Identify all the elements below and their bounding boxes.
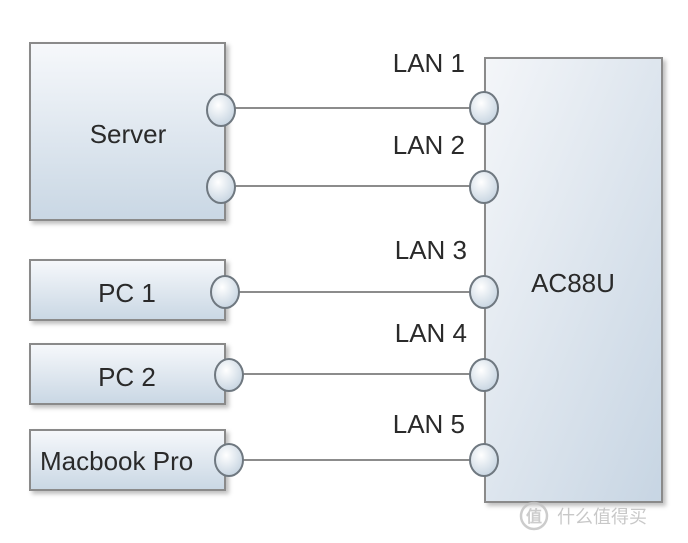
router-port-lan3 [469, 275, 499, 309]
device-macbook: Macbook Pro [29, 429, 226, 491]
smzdm-logo-icon: 值 [519, 501, 549, 531]
server-port-1 [206, 93, 236, 127]
lan4-label: LAN 4 [395, 318, 467, 348]
router-port-lan1 [469, 91, 499, 125]
lan1-label: LAN 1 [393, 48, 465, 78]
pc1-label: PC 1 [98, 278, 156, 308]
router-port-lan2 [469, 170, 499, 204]
pc2-label: PC 2 [98, 362, 156, 392]
router-ac88u: AC88U [484, 57, 663, 503]
macbook-label: Macbook Pro [40, 446, 193, 476]
router-port-lan4 [469, 358, 499, 392]
server-label: Server [90, 119, 167, 149]
lan5-label: LAN 5 [393, 409, 465, 439]
router-ports [469, 91, 499, 477]
router-label: AC88U [531, 268, 615, 298]
pc2-port [214, 358, 244, 392]
server-port-2 [206, 170, 236, 204]
pc1-port [210, 275, 240, 309]
svg-text:值: 值 [526, 507, 542, 526]
watermark-text: 什么值得买 [557, 507, 647, 528]
macbook-port [214, 443, 244, 477]
watermark: 值 什么值得买 [519, 501, 647, 531]
device-pc2: PC 2 [29, 343, 226, 405]
device-ports [206, 93, 244, 477]
device-pc1: PC 1 [29, 259, 226, 321]
connection-lines [221, 107, 485, 461]
lan3-label: LAN 3 [395, 235, 467, 265]
router-port-lan5 [469, 443, 499, 477]
lan2-label: LAN 2 [393, 130, 465, 160]
device-server: Server [29, 42, 226, 221]
